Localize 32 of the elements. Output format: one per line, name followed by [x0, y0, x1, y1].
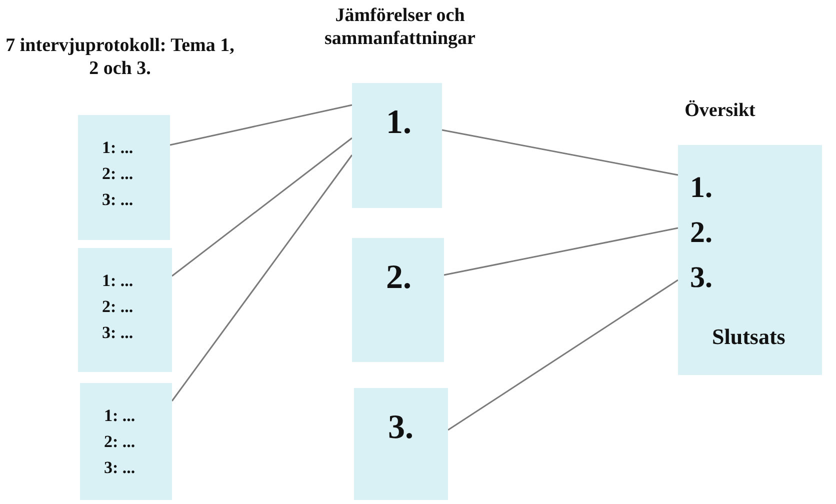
note-card — [78, 248, 172, 372]
item-text: 2. — [386, 258, 412, 298]
note-card — [352, 83, 442, 208]
item-text: 2: ... — [104, 431, 136, 453]
item-text: 3: ... — [102, 189, 134, 211]
item-text: 1. — [690, 170, 714, 206]
connector-line — [170, 104, 352, 146]
item-text: 3. — [690, 260, 714, 296]
note-card — [678, 145, 822, 375]
item-text: 2. — [690, 215, 714, 251]
item-text: 3: ... — [104, 457, 136, 479]
connector-line — [171, 154, 353, 402]
item-text: 1. — [386, 103, 412, 143]
item-text: 3. — [388, 408, 414, 448]
item-text: 3: ... — [102, 322, 134, 344]
heading: 7 intervjuprotokoll: Tema 1, 2 och 3. — [4, 35, 236, 81]
heading: Översikt — [684, 100, 756, 123]
item-text: 1: ... — [102, 270, 134, 292]
item-text: 2: ... — [102, 296, 134, 318]
connector-line — [442, 129, 678, 176]
connector-line — [444, 227, 678, 276]
note-card — [78, 115, 170, 240]
item-text: 1: ... — [104, 405, 136, 427]
item-text: 2: ... — [102, 163, 134, 185]
item-text: 1: ... — [102, 137, 134, 159]
conclusion-text: Slutsats — [712, 323, 786, 351]
note-card — [80, 383, 172, 500]
note-card — [352, 238, 444, 362]
heading: Jämförelser och sammanfattningar — [324, 5, 476, 51]
note-card — [354, 388, 448, 500]
connector-line — [172, 137, 352, 277]
connector-line — [448, 279, 678, 431]
